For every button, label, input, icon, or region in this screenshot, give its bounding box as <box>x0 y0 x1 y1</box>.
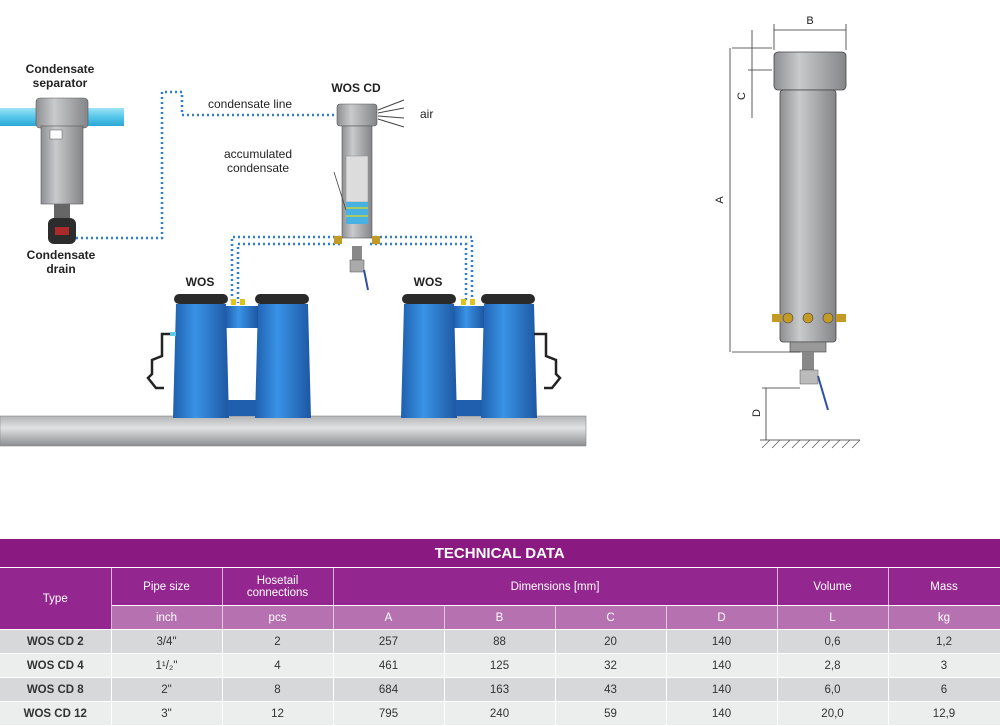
unit-hosetail: pcs <box>222 605 334 630</box>
cell-mass: 6 <box>888 677 1000 702</box>
dimension-drawing <box>729 24 861 449</box>
header-hosetail-line1: Hosetail <box>256 574 299 587</box>
drain-label-1: Condensate <box>27 248 96 262</box>
cell-type: WOS CD 2 <box>0 629 112 654</box>
cell-pipe: 3/4" <box>111 629 223 654</box>
wos-cd-label: WOS CD <box>331 81 381 95</box>
unit-pipe-size: inch <box>111 605 223 630</box>
outlet-pipe <box>82 108 124 126</box>
table-row: WOS CD 12 3" 12 795 240 59 140 20,0 12,9 <box>0 701 1000 726</box>
cell-a: 795 <box>333 701 445 726</box>
header-type: Type <box>0 567 112 630</box>
cell-type: WOS CD 8 <box>0 677 112 702</box>
wos-right-separator <box>401 294 562 418</box>
cell-type: WOS CD 12 <box>0 701 112 726</box>
unit-dim-b: B <box>444 605 556 630</box>
cell-d: 140 <box>666 701 778 726</box>
cell-a: 684 <box>333 677 445 702</box>
dim-d-label: D <box>751 409 763 417</box>
air-label: air <box>420 107 433 121</box>
cell-volume: 6,0 <box>777 677 889 702</box>
dim-b-label: B <box>806 15 813 27</box>
cell-volume: 2,8 <box>777 653 889 678</box>
cell-c: 43 <box>555 677 667 702</box>
cell-d: 140 <box>666 629 778 654</box>
unit-dim-a: A <box>333 605 445 630</box>
dim-c-label: C <box>736 92 748 100</box>
cell-mass: 3 <box>888 653 1000 678</box>
unit-mass: kg <box>888 605 1000 630</box>
cell-pipe: 3" <box>111 701 223 726</box>
main-ground-pipe <box>0 415 587 447</box>
cell-b: 88 <box>444 629 556 654</box>
cell-pipe: 2" <box>111 677 223 702</box>
table-row: WOS CD 2 3/4" 2 257 88 20 140 0,6 1,2 <box>0 629 1000 654</box>
accumulated-condensate-level <box>346 202 368 224</box>
wos-left-label: WOS <box>186 275 215 289</box>
accumulated-label-2: condensate <box>227 161 289 175</box>
cell-b: 240 <box>444 701 556 726</box>
unit-dim-c: C <box>555 605 667 630</box>
cell-hosetail: 4 <box>222 653 334 678</box>
header-hosetail-line2: connections <box>246 586 309 599</box>
cell-b: 125 <box>444 653 556 678</box>
cell-a: 257 <box>333 629 445 654</box>
cell-mass: 1,2 <box>888 629 1000 654</box>
wos-left-separator <box>146 294 311 418</box>
condensate-separator <box>0 97 124 244</box>
cell-type: WOS CD 4 <box>0 653 112 678</box>
header-volume: Volume <box>777 567 889 606</box>
cell-c: 59 <box>555 701 667 726</box>
unit-dim-d: D <box>666 605 778 630</box>
separator-label-1: Condensate <box>26 62 95 76</box>
cell-pipe: 1¹/₂" <box>111 653 223 678</box>
wos-right-label: WOS <box>414 275 443 289</box>
cell-c: 20 <box>555 629 667 654</box>
cell-hosetail: 8 <box>222 677 334 702</box>
cell-d: 140 <box>666 653 778 678</box>
header-mass: Mass <box>888 567 1000 606</box>
table-row: WOS CD 8 2" 8 684 163 43 140 6,0 6 <box>0 677 1000 702</box>
cell-d: 140 <box>666 677 778 702</box>
unit-volume: L <box>777 605 889 630</box>
condensate-line-label: condensate line <box>208 97 292 111</box>
accumulated-label-1: accumulated <box>224 147 292 161</box>
cell-hosetail: 2 <box>222 629 334 654</box>
cell-b: 163 <box>444 677 556 702</box>
label-plate <box>49 129 63 140</box>
wos-cd-unit <box>333 99 405 291</box>
drain-label-2: drain <box>46 262 75 276</box>
header-dimensions: Dimensions [mm] <box>333 567 778 606</box>
inlet-pipe <box>0 108 42 126</box>
cell-hosetail: 12 <box>222 701 334 726</box>
cell-volume: 20,0 <box>777 701 889 726</box>
separator-label-2: separator <box>33 76 88 90</box>
cell-a: 461 <box>333 653 445 678</box>
header-pipe-size: Pipe size <box>111 567 223 606</box>
cell-volume: 0,6 <box>777 629 889 654</box>
cell-mass: 12,9 <box>888 701 1000 726</box>
system-diagram: Condensate separator Condensate drain co… <box>0 15 861 449</box>
dim-a-label: A <box>714 196 726 204</box>
table-title: TECHNICAL DATA <box>0 539 1000 568</box>
cell-c: 32 <box>555 653 667 678</box>
sight-glass <box>345 155 369 203</box>
table-row: WOS CD 4 1¹/₂" 4 461 125 32 140 2,8 3 <box>0 653 1000 678</box>
condensate-line <box>76 90 474 303</box>
